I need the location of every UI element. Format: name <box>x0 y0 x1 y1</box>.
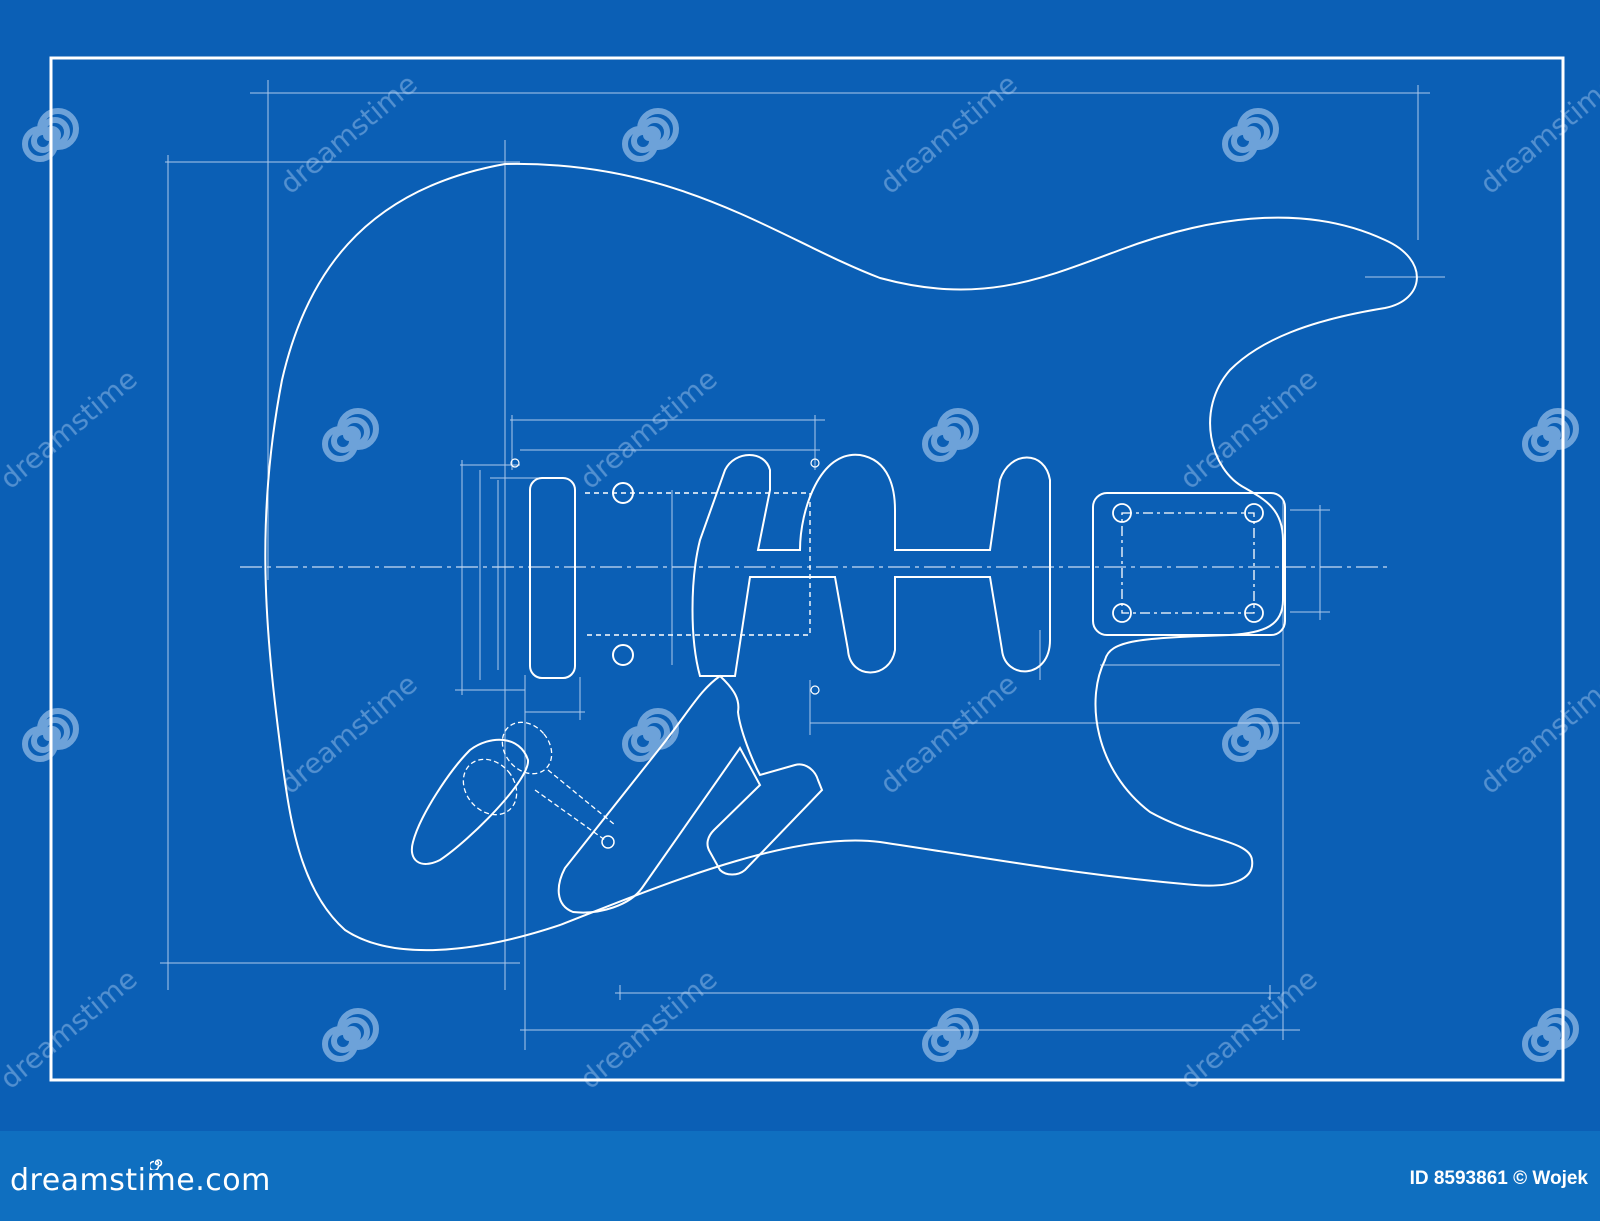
output-jack <box>410 721 616 865</box>
dimension-markers <box>510 458 820 695</box>
spiral-icon <box>1225 711 1276 759</box>
brand-spiral-icon <box>150 1159 163 1170</box>
watermark-text: dreamstime <box>873 667 1023 800</box>
footer-brand[interactable]: dreamstime.com <box>10 1163 271 1198</box>
footer-credit: ID 8593861 © Wojek <box>1409 1168 1588 1189</box>
watermark-text: dreamstime <box>573 362 723 495</box>
spiral-icon <box>925 1011 976 1059</box>
spiral-icon <box>625 711 676 759</box>
spiral-icon <box>325 1011 376 1059</box>
switch-cavity <box>557 674 824 914</box>
watermark-text: dreamstime <box>573 962 723 1095</box>
watermark-text: dreamstime <box>1173 962 1323 1095</box>
watermark-text: dreamstime <box>1473 667 1600 800</box>
spiral-icon <box>1525 411 1576 459</box>
watermark-text: dreamstime <box>873 67 1023 200</box>
guitar-body-outline <box>264 162 1418 952</box>
spiral-icon <box>1225 111 1276 159</box>
footer-band <box>0 1131 1600 1221</box>
watermark-logos <box>25 111 1576 1059</box>
pickup-routes <box>691 453 1051 677</box>
watermark-text: dreamstime <box>0 362 143 495</box>
dimension-lines <box>160 80 1445 1050</box>
neck-plate <box>1092 492 1286 636</box>
watermark-text: dreamstime <box>1473 67 1600 200</box>
spiral-icon <box>925 411 976 459</box>
spiral-icon <box>625 111 676 159</box>
watermark-texts: dreamstime dreamstime dreamstime dreamst… <box>0 67 1600 1095</box>
watermark-text: dreamstime <box>1173 362 1323 495</box>
bridge-cavity <box>529 477 811 679</box>
spiral-icon <box>1525 1011 1576 1059</box>
watermark-text: dreamstime <box>273 67 423 200</box>
frame-border <box>49 56 1565 1082</box>
watermark-text: dreamstime <box>0 962 143 1095</box>
spiral-icon <box>325 411 376 459</box>
watermark-text: dreamstime <box>273 667 423 800</box>
